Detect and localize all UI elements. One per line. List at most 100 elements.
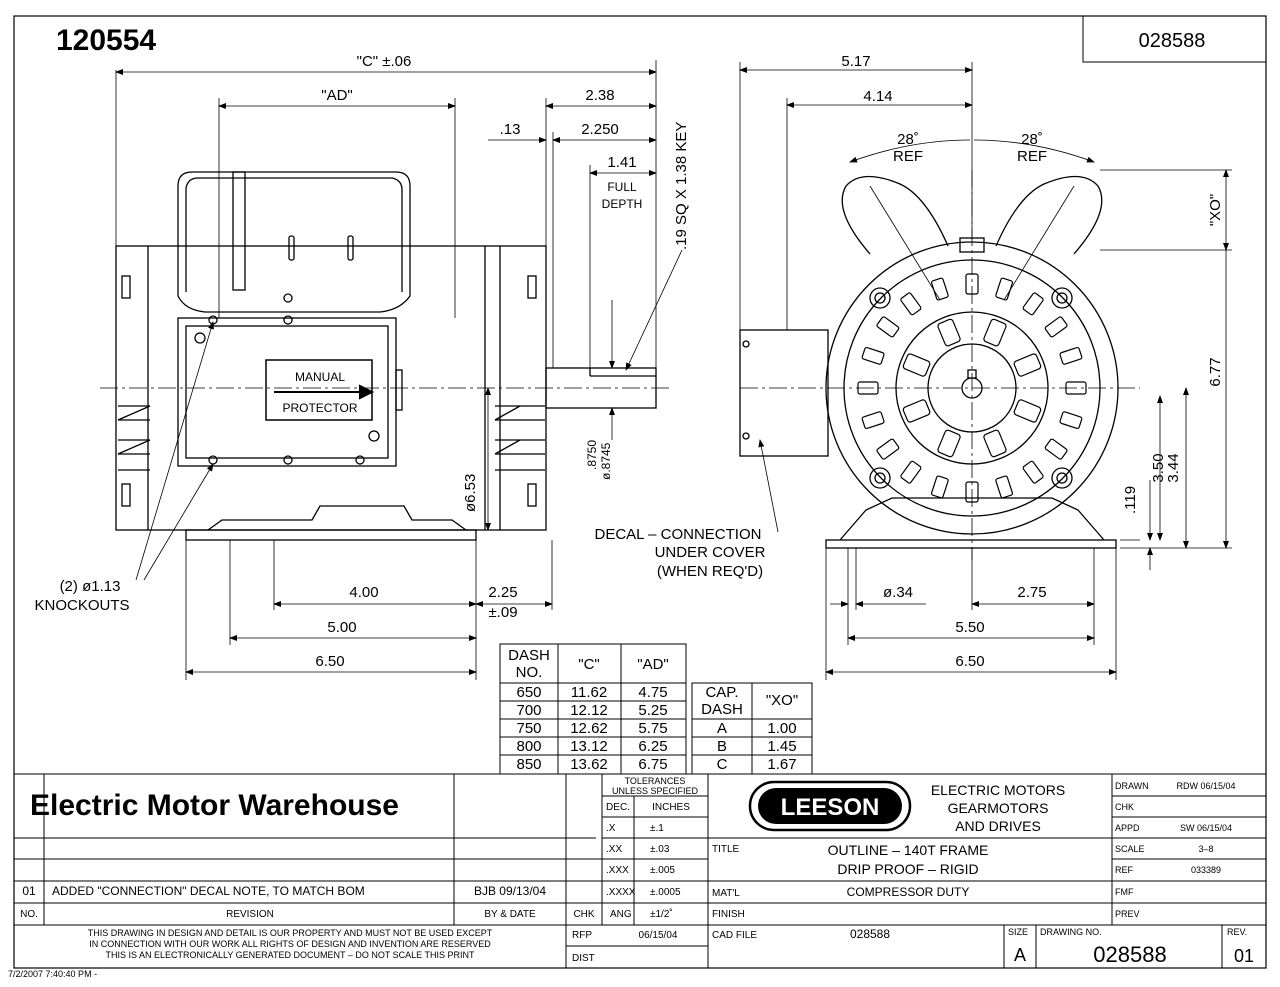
rev-value: 01: [1234, 946, 1254, 966]
cap-cell: 1.45: [767, 738, 796, 755]
ref-left-label: REF: [893, 148, 923, 165]
dash-header-line2: NO.: [516, 664, 543, 681]
footer-timestamp: 7/2/2007 7:40:40 PM -: [8, 969, 97, 979]
shaft-diameter-max: .8750: [585, 440, 599, 470]
right-value: SW 06/15/04: [1180, 823, 1232, 833]
dim-3-44: 3.44: [1165, 453, 1182, 482]
vent-slot: [995, 475, 1014, 499]
vent-slot: [1065, 381, 1087, 395]
shoulder-label: .13: [500, 121, 521, 138]
vent-slot: [1022, 292, 1044, 316]
right-key: PREV: [1115, 909, 1140, 919]
dash-cell: 6.75: [638, 756, 667, 773]
inner-vent-slot: [983, 429, 1007, 458]
key-note: .19 SQ X 1.38 KEY: [673, 122, 690, 250]
company-name: Electric Motor Warehouse: [30, 789, 399, 822]
revision-text: ADDED "CONNECTION" DECAL NOTE, TO MATCH …: [52, 884, 365, 898]
knockouts-count-label: (2) ø1.13: [60, 578, 121, 595]
inner-vent-slot: [1013, 399, 1042, 423]
vent-slot: [965, 273, 979, 295]
shaft-diameter-min: ø.8745: [599, 442, 613, 480]
decal-note-line-1: DECAL – CONNECTION: [595, 526, 762, 543]
notice-line-1: THIS DRAWING IN DESIGN AND DETAIL IS OUR…: [88, 928, 493, 938]
cap-cell: 1.00: [767, 720, 796, 737]
title-line-1: OUTLINE – 140T FRAME: [828, 842, 989, 858]
rfp-label: RFP: [572, 930, 592, 941]
drawing-number-top: 028588: [1139, 30, 1206, 52]
ref-right-label: REF: [1017, 148, 1047, 165]
inner-vent-slot: [902, 353, 931, 377]
cap-header-line2: DASH: [701, 701, 743, 718]
tol-value: ±.0005: [650, 887, 681, 898]
dash-cell: 4.75: [638, 684, 667, 701]
full-label: FULL: [607, 180, 637, 194]
right-value: 033389: [1191, 865, 1221, 875]
part-number: 120554: [56, 24, 156, 57]
end-view-labels: 5.17 4.14 28˚ REF 28˚ REF "XO" 6.77 3.50…: [841, 53, 1224, 670]
drawing-border: [13, 15, 1267, 969]
dash-cell: 5.75: [638, 720, 667, 737]
cap-cell: A: [717, 720, 727, 737]
vent-slot: [1044, 316, 1068, 338]
cap-header-xo: "XO": [766, 692, 798, 709]
tagline-1: ELECTRIC MOTORS: [931, 782, 1065, 798]
drawing-no-label: DRAWING NO.: [1040, 927, 1102, 937]
cap-cell: 1.67: [767, 756, 796, 773]
motor-end-view: [739, 170, 1140, 560]
tol-value: ±.1: [650, 823, 664, 834]
vent-slot: [1022, 460, 1044, 484]
decal-note-line-2: UNDER COVER: [655, 544, 766, 561]
size-value: A: [1014, 945, 1026, 965]
base-hole-spacing-label: 4.00: [349, 584, 378, 601]
title-block-grid: [14, 773, 1266, 968]
cap-cell: C: [717, 756, 728, 773]
rev-label: REV.: [1227, 927, 1247, 937]
dash-cell: 12.62: [570, 720, 608, 737]
vent-slot: [876, 438, 900, 460]
vent-slot: [900, 460, 922, 484]
vent-slot: [965, 481, 979, 503]
end-view-dimensions: [739, 62, 1232, 680]
ad-dimension-label: "AD": [321, 87, 353, 104]
vent-slot: [861, 346, 885, 365]
tol-key: ANG: [610, 909, 632, 920]
vent-slot: [857, 381, 879, 395]
leeson-logo: LEESON: [748, 780, 912, 832]
hole-diameter-label: ø.34: [883, 584, 913, 601]
dec-label: DEC.: [606, 802, 630, 813]
motor-side-view: [100, 171, 672, 541]
vent-slot: [1059, 411, 1083, 430]
tol-value: ±.005: [650, 865, 675, 876]
notice-line-3: THIS IS AN ELECTRONICALLY GENERATED DOCU…: [105, 950, 475, 960]
dim-6-77: 6.77: [1207, 357, 1224, 386]
dim-0-119: .119: [1122, 486, 1139, 514]
decal-note-line-3: (WHEN REQ'D): [657, 563, 763, 580]
dim-5-50: 5.50: [955, 619, 984, 636]
tol-key: .XX: [606, 844, 622, 855]
dash-cell: 700: [516, 702, 541, 719]
cad-file-value: 028588: [850, 927, 890, 941]
inner-vent-slot: [937, 429, 961, 458]
vent-slots: [857, 273, 1087, 503]
dash-cell: 750: [516, 720, 541, 737]
leeson-logo-text: LEESON: [781, 794, 880, 821]
dash-header-line1: DASH: [508, 647, 550, 664]
depth-label: DEPTH: [602, 197, 643, 211]
angle-left-label: 28˚: [897, 131, 919, 148]
rfp-date: 06/15/04: [639, 930, 678, 941]
tol-key: .XXX: [606, 865, 629, 876]
dash-cell: 850: [516, 756, 541, 773]
vent-slot: [1044, 438, 1068, 460]
tagline-3: AND DRIVES: [955, 818, 1041, 834]
xo-label: "XO": [1207, 194, 1224, 226]
base-to-shoulder-label: 2.25: [488, 584, 517, 601]
matl-label: MAT'L: [712, 888, 740, 899]
size-label: SIZE: [1008, 927, 1028, 937]
notice-line-2: IN CONNECTION WITH OUR WORK ALL RIGHTS O…: [89, 939, 491, 949]
revision-header: REVISION: [226, 909, 274, 920]
base-to-shoulder-tolerance: ±.09: [488, 604, 517, 621]
title-block-text: Electric Motor Warehouse TOLERANCES UNLE…: [20, 776, 1254, 967]
arrow-icon: [274, 384, 375, 400]
right-key: CHK: [1115, 802, 1134, 812]
vent-slot: [900, 292, 922, 316]
